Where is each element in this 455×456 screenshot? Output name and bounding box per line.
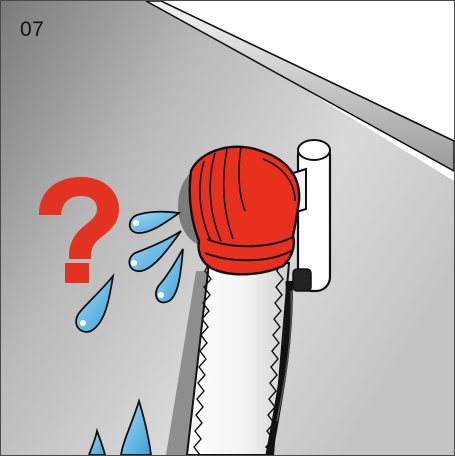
- step-number: 07: [20, 18, 44, 42]
- rubber-seal-boot: [190, 147, 299, 275]
